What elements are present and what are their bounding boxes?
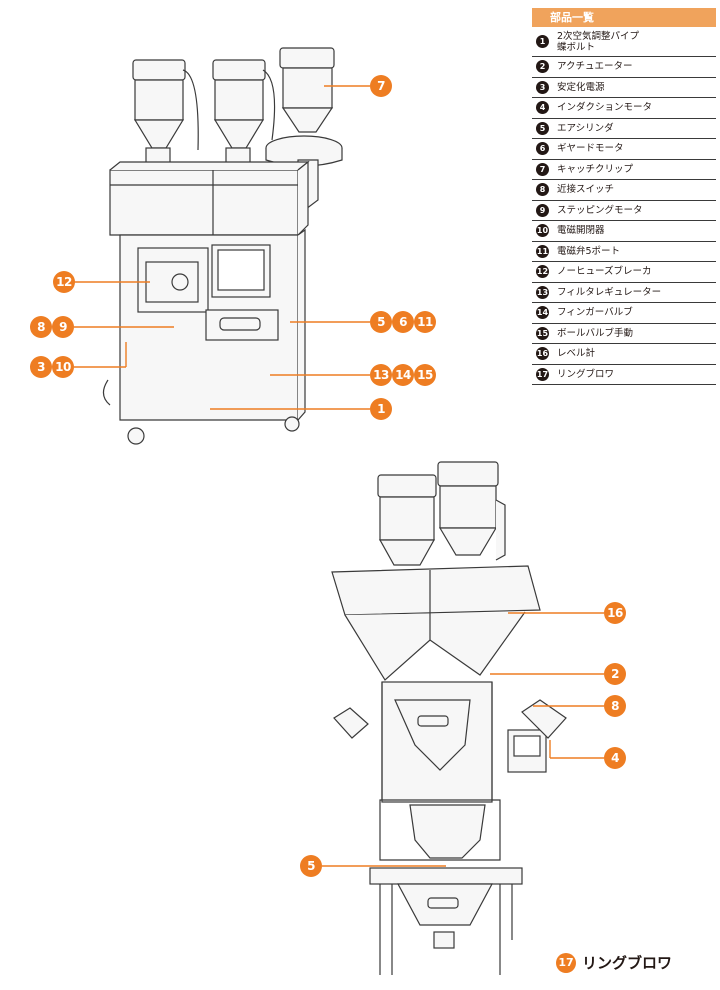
part-name-line1: ボールバルブ手動 bbox=[557, 327, 634, 339]
part-number: 12 bbox=[536, 265, 549, 279]
part-name: ステッピングモータ bbox=[557, 205, 643, 216]
part-name-line1: ノーヒューズブレーカ bbox=[557, 266, 652, 278]
part-number: 5 bbox=[536, 121, 549, 135]
callout-3: 3 bbox=[30, 356, 52, 378]
part-name-line1: ステッピングモータ bbox=[557, 204, 643, 216]
part-name-line1: フィルタレギュレーター bbox=[557, 286, 662, 298]
part-name-line1: 近接スイッチ bbox=[557, 184, 615, 196]
part-name: 安定化電源 bbox=[557, 82, 605, 93]
callout-8b: 8 bbox=[604, 695, 626, 717]
callout-8: 8 bbox=[30, 316, 52, 338]
part-name: フィルタレギュレーター bbox=[557, 287, 661, 298]
top-machine bbox=[102, 47, 343, 445]
part-number: 9 bbox=[536, 203, 549, 217]
part-name: 電磁弁5ポート bbox=[557, 246, 620, 257]
part-name: 電磁開閉器 bbox=[557, 225, 605, 236]
parts-table-row: 6 ギヤードモータ bbox=[532, 139, 716, 160]
callout-15: 15 bbox=[414, 364, 436, 386]
part-number: 17 bbox=[536, 367, 549, 381]
part-name-line1: エアシリンダ bbox=[557, 122, 614, 134]
part-name-line1: リングブロワ bbox=[557, 368, 615, 380]
callout-11: 11 bbox=[414, 311, 436, 333]
parts-table-row: 3 安定化電源 bbox=[532, 78, 716, 98]
callout-12: 12 bbox=[53, 271, 75, 293]
part-name: エアシリンダ bbox=[557, 123, 614, 134]
parts-table-row: 12 ノーヒューズブレーカ bbox=[532, 262, 716, 283]
part-name: ノーヒューズブレーカ bbox=[557, 266, 652, 277]
part-name: キャッチクリップ bbox=[557, 164, 633, 175]
parts-table-row: 15 ボールバルブ手動 bbox=[532, 324, 716, 344]
part-number: 4 bbox=[536, 101, 549, 115]
callout-2: 2 bbox=[604, 663, 626, 685]
ring-blower-text: リングブロワ bbox=[582, 954, 673, 972]
callout-16: 16 bbox=[604, 602, 626, 624]
parts-table-row: 5 エアシリンダ bbox=[532, 119, 716, 139]
bottom-machine bbox=[331, 461, 567, 975]
part-name-line1: インダクションモータ bbox=[557, 102, 653, 114]
part-name-line1: 安定化電源 bbox=[557, 81, 605, 93]
part-number: 8 bbox=[536, 183, 549, 197]
part-number: 6 bbox=[536, 142, 549, 156]
part-number: 10 bbox=[536, 224, 549, 238]
part-name-line1: フィンガーバルブ bbox=[557, 307, 633, 319]
part-name-line1: レベル計 bbox=[557, 348, 596, 360]
part-name-line1: 電磁開閉器 bbox=[557, 225, 605, 237]
part-name: 近接スイッチ bbox=[557, 184, 614, 195]
part-name: ギヤードモータ bbox=[557, 143, 624, 154]
ring-blower-label: 17 リングブロワ bbox=[556, 952, 672, 973]
part-name: フィンガーバルブ bbox=[557, 307, 633, 318]
part-name: 2次空気調整パイプ蝶ボルト bbox=[557, 31, 639, 53]
part-number: 2 bbox=[536, 60, 549, 74]
part-number: 15 bbox=[536, 326, 549, 340]
callout-6: 6 bbox=[392, 311, 414, 333]
callout-10: 10 bbox=[52, 356, 74, 378]
part-number: 14 bbox=[536, 306, 549, 320]
part-name: アクチュエーター bbox=[557, 61, 633, 72]
parts-table-rows: 1 2次空気調整パイプ蝶ボルト 2 アクチュエーター 3 安定化電源 4 インダクションモータ… bbox=[532, 27, 716, 385]
callout-4: 4 bbox=[604, 747, 626, 769]
parts-table-row: 9 ステッピングモータ bbox=[532, 201, 716, 221]
part-name: リングブロワ bbox=[557, 369, 614, 380]
part-name-line1: 2次空気調整パイプ bbox=[557, 30, 640, 42]
part-name-line1: キャッチクリップ bbox=[557, 163, 634, 175]
part-name-line1: アクチュエーター bbox=[557, 61, 633, 73]
parts-table-header: 部品一覧 bbox=[532, 8, 716, 27]
callout-13: 13 bbox=[370, 364, 392, 386]
part-name: レベル計 bbox=[557, 348, 595, 359]
parts-table-row: 4 インダクションモータ bbox=[532, 98, 716, 119]
parts-table-row: 1 2次空気調整パイプ蝶ボルト bbox=[532, 27, 716, 57]
part-number: 1 bbox=[536, 35, 549, 48]
parts-table-row: 10 電磁開閉器 bbox=[532, 221, 716, 242]
parts-table-row: 8 近接スイッチ bbox=[532, 180, 716, 201]
parts-table-row: 14 フィンガーバルブ bbox=[532, 303, 716, 324]
parts-table-row: 17 リングブロワ bbox=[532, 365, 716, 385]
part-name: インダクションモータ bbox=[557, 102, 652, 113]
ring-blower-number: 17 bbox=[556, 952, 576, 973]
parts-table-row: 16 レベル計 bbox=[532, 344, 716, 365]
parts-table-row: 13 フィルタレギュレーター bbox=[532, 283, 716, 303]
part-number: 13 bbox=[536, 285, 549, 299]
parts-table: 部品一覧 1 2次空気調整パイプ蝶ボルト 2 アクチュエーター 3 安定化電源 4 インダクシ… bbox=[532, 8, 716, 385]
part-name-line1: ギヤードモータ bbox=[557, 143, 624, 155]
callout-1: 1 bbox=[370, 398, 392, 420]
callout-5: 5 bbox=[370, 311, 392, 333]
callout-5b: 5 bbox=[300, 855, 322, 877]
part-number: 3 bbox=[536, 80, 549, 94]
part-number: 16 bbox=[536, 347, 549, 361]
parts-table-row: 7 キャッチクリップ bbox=[532, 160, 716, 180]
callout-7: 7 bbox=[370, 75, 392, 97]
part-name-line2: 蝶ボルト bbox=[557, 41, 596, 53]
parts-table-row: 2 アクチュエーター bbox=[532, 57, 716, 78]
top-hopper-left bbox=[132, 59, 186, 167]
part-number: 11 bbox=[536, 244, 549, 258]
part-name: ボールバルブ手動 bbox=[557, 328, 633, 339]
callout-14: 14 bbox=[392, 364, 414, 386]
leader-lines bbox=[74, 85, 604, 867]
part-number: 7 bbox=[536, 162, 549, 176]
callout-9: 9 bbox=[52, 316, 74, 338]
top-hopper-mid bbox=[212, 59, 266, 167]
part-name-line1: 電磁弁5ポート bbox=[557, 245, 621, 257]
parts-table-row: 11 電磁弁5ポート bbox=[532, 242, 716, 262]
